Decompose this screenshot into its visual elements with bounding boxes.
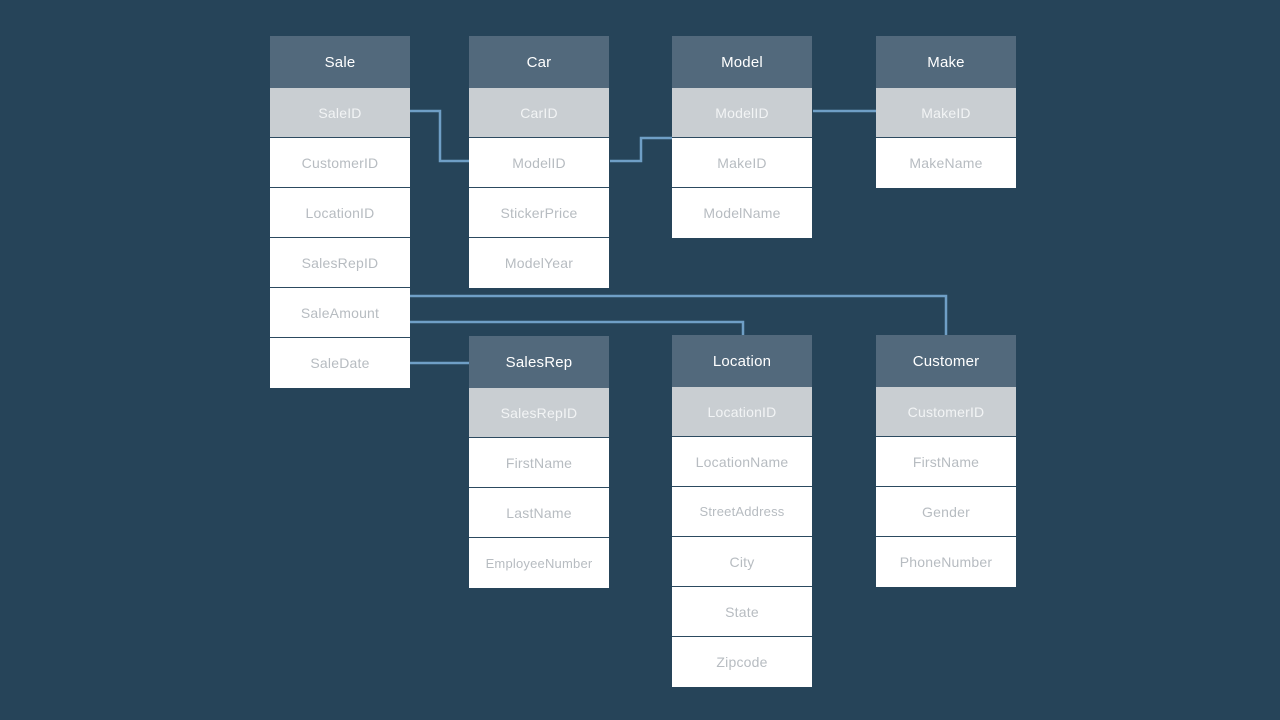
field-row[interactable]: FirstName [876, 437, 1016, 487]
field-row[interactable]: ModelID [469, 138, 609, 188]
field-row[interactable]: SaleID [270, 88, 410, 138]
entity-title-customer: Customer [876, 335, 1016, 387]
field-row[interactable]: Gender [876, 487, 1016, 537]
field-row[interactable]: SalesRepID [270, 238, 410, 288]
field-row[interactable]: ModelID [672, 88, 812, 138]
field-row[interactable]: City [672, 537, 812, 587]
field-row[interactable]: SaleAmount [270, 288, 410, 338]
field-row[interactable]: StreetAddress [672, 487, 812, 537]
field-row[interactable]: CarID [469, 88, 609, 138]
field-row[interactable]: PhoneNumber [876, 537, 1016, 587]
field-row[interactable]: StickerPrice [469, 188, 609, 238]
relationship-sale-car [410, 109, 469, 163]
field-row[interactable]: MakeName [876, 138, 1016, 188]
field-row[interactable]: MakeID [672, 138, 812, 188]
entity-title-car: Car [469, 36, 609, 88]
entity-title-salesrep: SalesRep [469, 336, 609, 388]
field-row[interactable]: SaleDate [270, 338, 410, 388]
entity-title-model: Model [672, 36, 812, 88]
field-row[interactable]: State [672, 587, 812, 637]
field-row[interactable]: ModelYear [469, 238, 609, 288]
relationship-sale-location [410, 320, 745, 335]
field-row[interactable]: CustomerID [876, 387, 1016, 437]
field-row[interactable]: LocationID [672, 387, 812, 437]
entity-title-location: Location [672, 335, 812, 387]
field-row[interactable]: Zipcode [672, 637, 812, 687]
field-row[interactable]: LocationName [672, 437, 812, 487]
field-row[interactable]: SalesRepID [469, 388, 609, 438]
field-row[interactable]: CustomerID [270, 138, 410, 188]
relationship-sale-customer [410, 294, 948, 335]
field-row[interactable]: LocationID [270, 188, 410, 238]
entity-title-make: Make [876, 36, 1016, 88]
field-row[interactable]: ModelName [672, 188, 812, 238]
field-row[interactable]: FirstName [469, 438, 609, 488]
field-row[interactable]: LastName [469, 488, 609, 538]
field-row[interactable]: EmployeeNumber [469, 538, 609, 588]
entity-title-sale: Sale [270, 36, 410, 88]
field-row[interactable]: MakeID [876, 88, 1016, 138]
relationship-car-model [610, 136, 672, 163]
